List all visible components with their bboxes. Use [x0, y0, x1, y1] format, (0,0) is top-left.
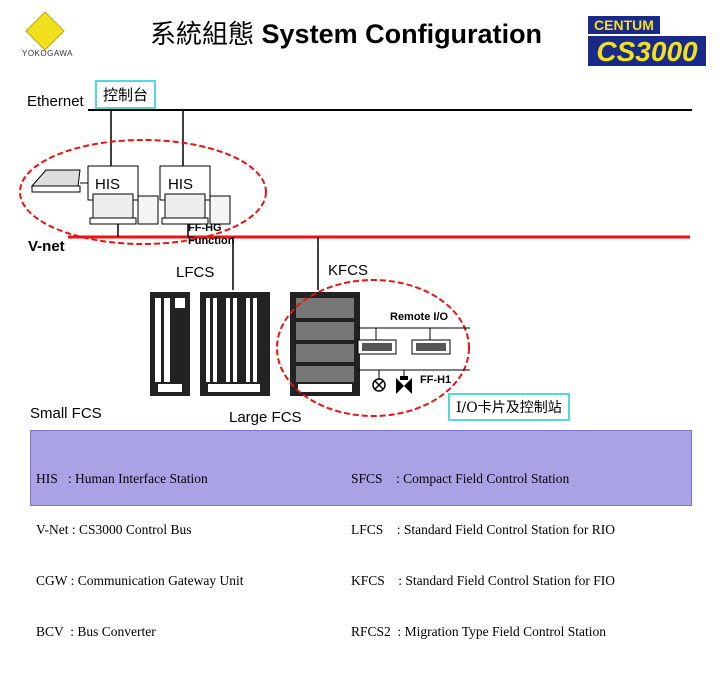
legend-left-line: HIS : Human Interface Station — [36, 471, 208, 486]
legend-right-line: KFCS : Standard Field Control Station fo… — [351, 573, 616, 588]
console-label: 控制台 — [95, 80, 157, 109]
fcs-cabinet-icon-kfcs — [290, 292, 360, 396]
lamp-icon — [372, 378, 386, 392]
fcs-cabinet-icon-small — [150, 292, 190, 396]
legend-right-line: SFCS : Compact Field Control Station — [351, 471, 570, 486]
legend-left-line: V-Net : CS3000 Control Bus — [36, 522, 192, 537]
kfcs-highlight-ellipse — [276, 279, 470, 417]
svg-text:CENTUM: CENTUM — [594, 17, 654, 33]
valve-icon — [396, 376, 412, 394]
his-1-label: HIS — [95, 176, 121, 193]
yokogawa-diamond-icon — [25, 11, 65, 51]
his-2-label: HIS — [168, 176, 194, 193]
company-name: YOKOGAWA — [22, 49, 73, 58]
page-title: 系統組態 System Configuration — [150, 14, 542, 51]
his-workstation-icon-1 — [87, 165, 159, 225]
legend-left: HIS : Human Interface Station V-Net : CS… — [36, 436, 243, 674]
vnet-label: V-net — [28, 238, 65, 255]
ffhg-function-label: Function — [188, 235, 235, 247]
ffh1-label: FF-H1 — [420, 374, 452, 386]
ethernet-label: Ethernet — [27, 93, 84, 110]
io-control-label: I/O卡片及控制站 — [448, 393, 570, 421]
ethernet-line — [88, 109, 692, 111]
large-fcs-label: Large FCS — [229, 409, 302, 426]
legend-left-line: BCV : Bus Converter — [36, 624, 156, 639]
fcs-cabinet-icon-lfcs — [200, 292, 270, 396]
printer-icon — [30, 169, 81, 193]
legend-panel: HIS : Human Interface Station V-Net : CS… — [30, 430, 692, 639]
his-workstation-icon-2 — [159, 165, 231, 225]
legend-right: SFCS : Compact Field Control Station LFC… — [351, 436, 615, 674]
lfcs-label: LFCS — [176, 264, 215, 281]
legend-right-line: RFCS2 : Migration Type Field Control Sta… — [351, 624, 606, 639]
legend-left-line: CGW : Communication Gateway Unit — [36, 573, 244, 588]
kfcs-label: KFCS — [328, 262, 369, 279]
ffhg-label: FF-HG — [188, 222, 222, 234]
remote-io-label: Remote I/O — [390, 311, 449, 323]
small-fcs-label: Small FCS — [30, 405, 102, 422]
network-diagram — [19, 110, 690, 417]
his-highlight-ellipse — [19, 139, 267, 245]
centum-logo: CENTUM CS3000 — [588, 16, 706, 66]
title-cjk: 系統組態 — [150, 20, 255, 50]
legend-right-line: LFCS : Standard Field Control Station fo… — [351, 522, 616, 537]
title-en: System Configuration — [261, 19, 543, 49]
svg-text:CS3000: CS3000 — [596, 36, 698, 66]
